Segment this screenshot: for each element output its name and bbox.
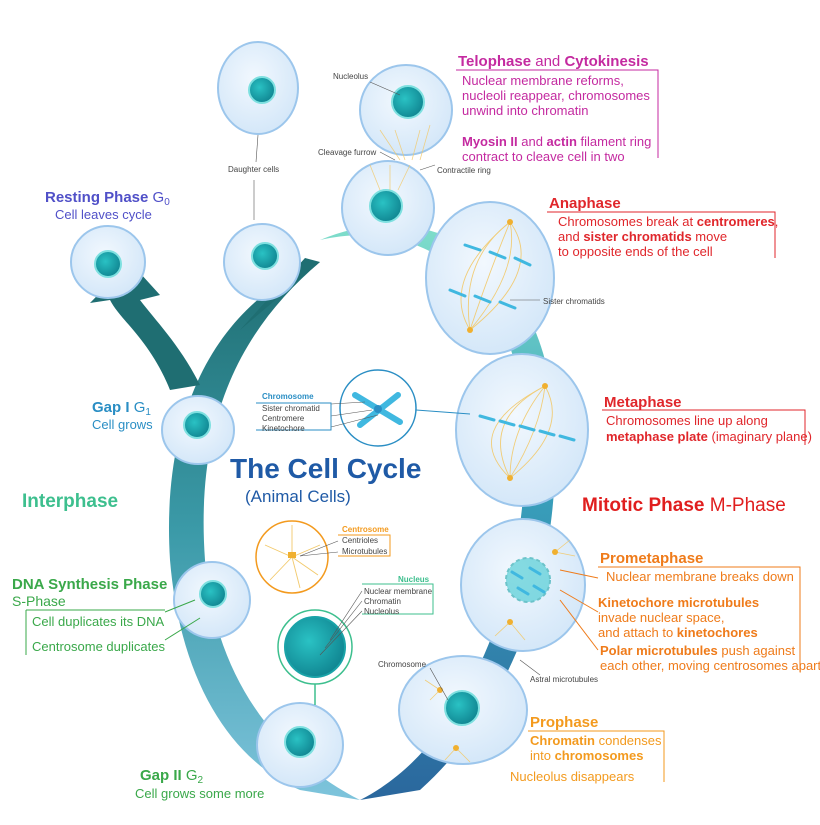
prometaphase-line6: each other, moving centrosomes apart bbox=[600, 658, 820, 673]
legend-chromosome-item-1: Sister chromatid bbox=[262, 404, 320, 413]
legend-centrosome-title: Centrosome bbox=[342, 525, 389, 534]
legend-chromosome bbox=[339, 369, 471, 447]
cell-telophase-bottom bbox=[341, 160, 435, 256]
cell-g1 bbox=[161, 395, 235, 465]
prometaphase-title: Prometaphase bbox=[600, 550, 703, 567]
g1-desc: Cell grows bbox=[92, 417, 153, 432]
anaphase-title: Anaphase bbox=[549, 195, 621, 212]
cell-anaphase bbox=[425, 201, 555, 355]
g2-title: Gap II G2 bbox=[140, 767, 204, 786]
leader-lines bbox=[253, 81, 541, 701]
g0-title: Resting Phase G0 bbox=[45, 189, 170, 208]
legend-nucleus-title: Nucleus bbox=[398, 575, 430, 584]
legend-centrosome-item-2: Microtubules bbox=[342, 547, 387, 556]
legend-chromosome-title: Chromosome bbox=[262, 392, 314, 401]
legend-chromosome-item-3: Kinetochore bbox=[262, 424, 305, 433]
g0-desc: Cell leaves cycle bbox=[55, 207, 152, 222]
telophase-line3: unwind into chromatin bbox=[462, 103, 588, 118]
cell-daughter-top bbox=[217, 41, 299, 135]
mitotic-label: Mitotic Phase M-Phase bbox=[582, 495, 786, 516]
label-nucleolus: Nucleolus bbox=[333, 72, 368, 81]
g2-desc: Cell grows some more bbox=[135, 786, 264, 801]
label-contractile-ring: Contractile ring bbox=[437, 166, 491, 175]
telophase-title: Telophase and Cytokinesis bbox=[458, 53, 649, 70]
s-subtitle: S-Phase bbox=[12, 593, 66, 609]
anaphase-line3: to opposite ends of the cell bbox=[558, 244, 713, 259]
cell-prometaphase bbox=[460, 518, 586, 652]
legend-nucleus-item-3: Nucleolus bbox=[364, 607, 399, 616]
s-line2: Centrosome duplicates bbox=[32, 639, 165, 654]
anaphase-line1: Chromosomes break at centromeres, bbox=[558, 214, 778, 229]
cell-g2 bbox=[256, 702, 344, 788]
brackets bbox=[25, 69, 806, 782]
legend-centrosome bbox=[255, 520, 329, 594]
interphase-label: Interphase bbox=[22, 491, 118, 512]
cell-g0 bbox=[70, 225, 146, 299]
prometaphase-line5: Polar microtubules push against bbox=[600, 643, 795, 658]
prophase-line1: Chromatin condenses bbox=[530, 733, 662, 748]
label-cleavage-furrow: Cleavage furrow bbox=[318, 148, 376, 157]
legend-centrosome-item-1: Centrioles bbox=[342, 536, 378, 545]
metaphase-line2: metaphase plate (imaginary plane) bbox=[606, 429, 812, 444]
prophase-line2: into chromosomes bbox=[530, 748, 643, 763]
telophase-line4: Myosin II and actin filament ring bbox=[462, 134, 651, 149]
legend-nucleus-item-2: Chromatin bbox=[364, 597, 401, 606]
cell-s bbox=[173, 561, 251, 639]
legend-nucleus bbox=[277, 609, 353, 705]
cell-telophase-top bbox=[359, 64, 453, 161]
label-astral-microtubules: Astral microtubules bbox=[530, 675, 598, 684]
label-daughter-cells: Daughter cells bbox=[228, 165, 279, 174]
label-chromosome: Chromosome bbox=[378, 660, 427, 669]
s-leaders bbox=[164, 599, 201, 641]
page-subtitle: (Animal Cells) bbox=[245, 487, 351, 506]
prometaphase-line4: and attach to kinetochores bbox=[598, 625, 758, 640]
prophase-line3: Nucleolus disappears bbox=[510, 769, 635, 784]
prophase-title: Prophase bbox=[530, 714, 598, 731]
legend-nucleus-item-1: Nuclear membrane bbox=[364, 587, 433, 596]
anaphase-line2: and sister chromatids move bbox=[558, 229, 727, 244]
cell-daughter-bottom bbox=[223, 223, 301, 301]
telophase-line5: contract to cleave cell in two bbox=[462, 149, 625, 164]
page-title: The Cell Cycle bbox=[230, 453, 421, 484]
legend-chromosome-item-2: Centromere bbox=[262, 414, 305, 423]
prometaphase-line3: invade nuclear space, bbox=[598, 610, 724, 625]
s-line1: Cell duplicates its DNA bbox=[32, 614, 165, 629]
cell-prophase bbox=[398, 655, 528, 765]
metaphase-line1: Chromosomes line up along bbox=[606, 413, 768, 428]
metaphase-title: Metaphase bbox=[604, 394, 682, 411]
telophase-line2: nucleoli reappear, chromosomes bbox=[462, 88, 650, 103]
label-sister-chromatids: Sister chromatids bbox=[543, 297, 605, 306]
prometaphase-line2: Kinetochore microtubules bbox=[598, 595, 759, 610]
telophase-line1: Nuclear membrane reforms, bbox=[462, 73, 624, 88]
s-title: DNA Synthesis Phase bbox=[12, 576, 167, 593]
cell-metaphase bbox=[455, 353, 589, 507]
prometaphase-leaders bbox=[559, 569, 599, 651]
g1-title: Gap I G1 bbox=[92, 399, 151, 418]
prometaphase-line1: Nuclear membrane breaks down bbox=[606, 569, 794, 584]
